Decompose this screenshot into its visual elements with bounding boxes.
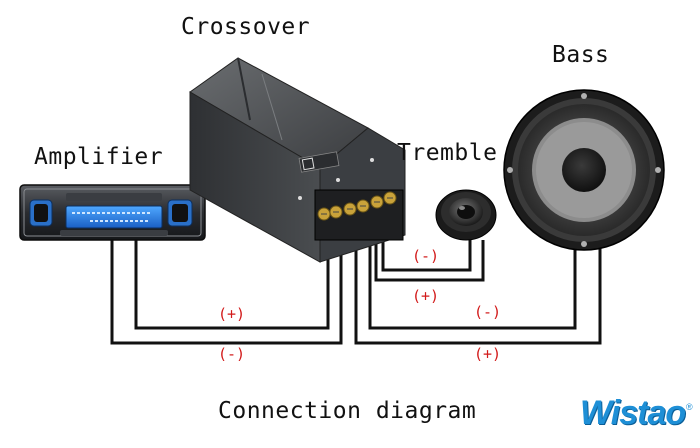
bass-negative-marker: (-)	[474, 303, 502, 321]
amplifier-unit	[19, 184, 206, 241]
bass-speaker-unit	[503, 89, 665, 251]
tremble-label: Tremble	[397, 140, 498, 166]
amp-positive-marker: (+)	[218, 305, 246, 323]
wire-bass-negative	[368, 240, 577, 330]
bass-label: Bass	[552, 42, 610, 68]
tweeter-positive-marker: (+)	[412, 287, 440, 305]
crossover-unit	[189, 57, 406, 263]
amplifier-label: Amplifier	[34, 144, 164, 170]
footer-caption: Connection diagram	[218, 398, 477, 424]
wire-tweeter-positive	[374, 240, 485, 282]
brand-logo: Wistao	[580, 394, 686, 432]
wire-amp-positive	[134, 238, 330, 330]
bass-positive-marker: (+)	[474, 345, 502, 363]
amp-negative-marker: (-)	[218, 345, 246, 363]
tweeter-negative-marker: (-)	[412, 247, 440, 265]
wires	[110, 238, 602, 345]
registered-mark: ®	[686, 402, 693, 412]
wire-amp-negative	[110, 238, 343, 345]
wire-bass-positive	[354, 240, 602, 345]
wire-tweeter-negative	[381, 240, 472, 272]
crossover-label: Crossover	[181, 14, 311, 40]
tweeter-unit	[435, 189, 497, 241]
